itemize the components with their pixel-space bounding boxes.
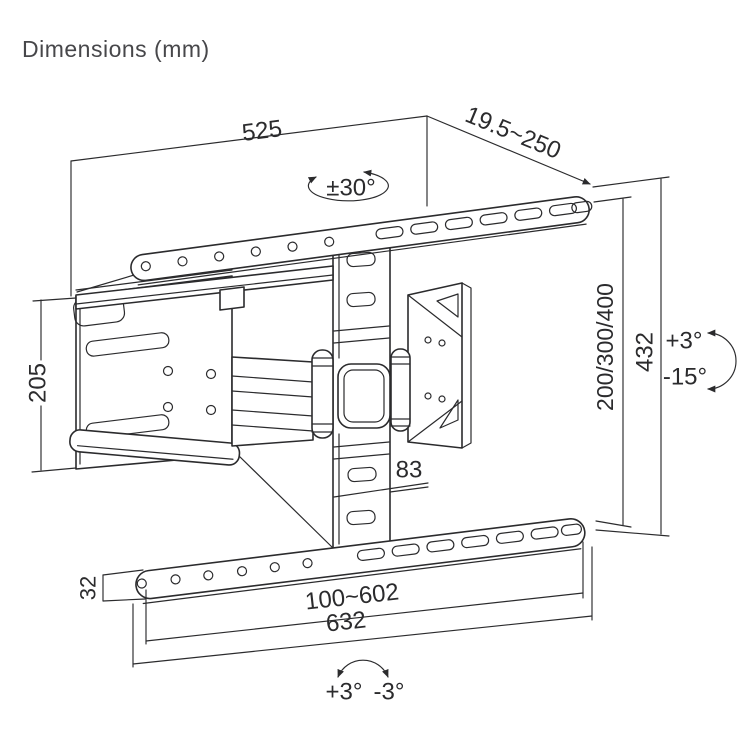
arm-links	[231, 356, 314, 447]
flange-slot	[85, 332, 170, 357]
dim-column-width	[333, 482, 429, 498]
vesa-hole	[162, 365, 174, 377]
arm-sleeve	[219, 286, 245, 311]
column-slot	[346, 509, 376, 526]
label-vesa-vertical-options: 200/300/400	[592, 283, 618, 411]
hinge-left	[311, 349, 334, 439]
label-extension-depth: 19.5~250	[461, 101, 564, 165]
top-mounting-rail	[130, 196, 593, 286]
vesa-hole	[205, 368, 217, 380]
label-overall-width: 632	[325, 606, 368, 637]
dim-tilt	[707, 329, 737, 393]
label-column-width: 83	[396, 457, 423, 484]
dim-plate-height	[31, 297, 77, 473]
dim-rail-thickness	[102, 569, 146, 602]
vesa-hole	[162, 401, 174, 413]
label-level-adjust-minus: -3°	[374, 679, 405, 706]
wall-plate-column	[332, 235, 391, 554]
column-slot	[346, 251, 376, 268]
label-level-adjust-plus: +3°	[326, 679, 363, 706]
column-window	[337, 363, 391, 429]
plate-bottom-lip	[69, 429, 241, 466]
dim-overall-width	[132, 546, 593, 668]
label-overall-height: 432	[632, 332, 659, 372]
dim-level-adjust	[337, 659, 389, 678]
dim-mounting-width-range	[145, 541, 584, 645]
hinge-right	[390, 348, 411, 432]
upper-arm	[75, 265, 334, 311]
label-rail-thickness: 32	[76, 576, 101, 600]
label-tilt-up: +3°	[666, 328, 703, 355]
bottom-mounting-rail	[135, 518, 586, 605]
wall-arm-bracket	[407, 282, 472, 449]
label-rail-width-top: 525	[240, 115, 283, 147]
dim-overall-height	[592, 176, 670, 537]
vesa-plate-assembly	[69, 265, 334, 470]
dim-swivel	[307, 169, 389, 202]
dim-rail-width-and-depth	[70, 115, 591, 297]
vesa-hole	[205, 404, 217, 416]
label-plate-height: 205	[25, 363, 52, 403]
column-slot	[346, 291, 376, 308]
column-slot	[347, 466, 377, 483]
label-tilt-down: -15°	[663, 364, 707, 391]
page-title: Dimensions (mm)	[22, 36, 210, 62]
dim-vesa-vertical	[593, 196, 632, 528]
label-swivel-range: ±30°	[326, 175, 375, 202]
